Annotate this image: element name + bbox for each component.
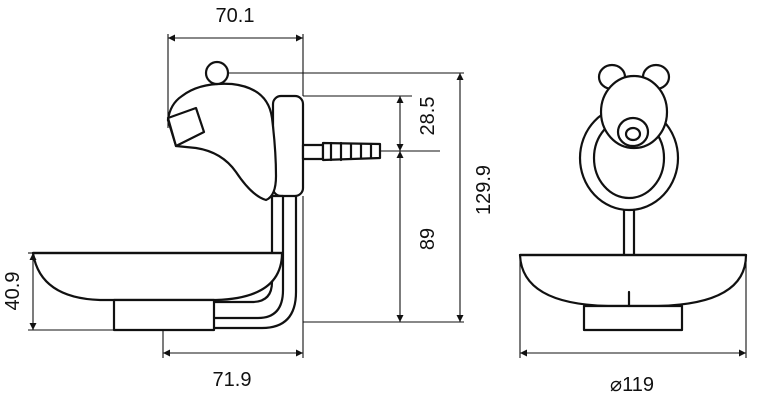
soap-dish-side	[31, 251, 284, 302]
side-view	[31, 60, 382, 332]
bear-ear	[204, 60, 230, 86]
front-soap-dish	[518, 253, 748, 308]
side-dimensions	[28, 34, 464, 358]
front-view	[518, 63, 748, 332]
diameter-symbol: ⌀	[610, 374, 622, 396]
label-wall-offset: 28.5	[417, 97, 439, 136]
diameter-value: 119	[622, 374, 654, 396]
label-bottom-width: 71.9	[213, 369, 252, 391]
wall-plate	[271, 94, 305, 198]
soap-dish-foot	[112, 298, 216, 332]
front-dimensions	[519, 260, 747, 358]
label-center-to-base: 89	[417, 228, 439, 250]
wall-anchor	[301, 141, 382, 162]
front-bear-nose	[624, 126, 642, 142]
label-diameter: ⌀119	[610, 374, 654, 396]
front-soap-dish-foot	[582, 304, 684, 332]
front-bear-snout	[616, 116, 650, 148]
label-total-height: 129.9	[473, 165, 495, 215]
label-left-height: 40.9	[2, 272, 24, 311]
label-top-width: 70.1	[216, 5, 255, 27]
bear-snout	[166, 106, 206, 148]
support-arm-outer	[210, 194, 298, 330]
